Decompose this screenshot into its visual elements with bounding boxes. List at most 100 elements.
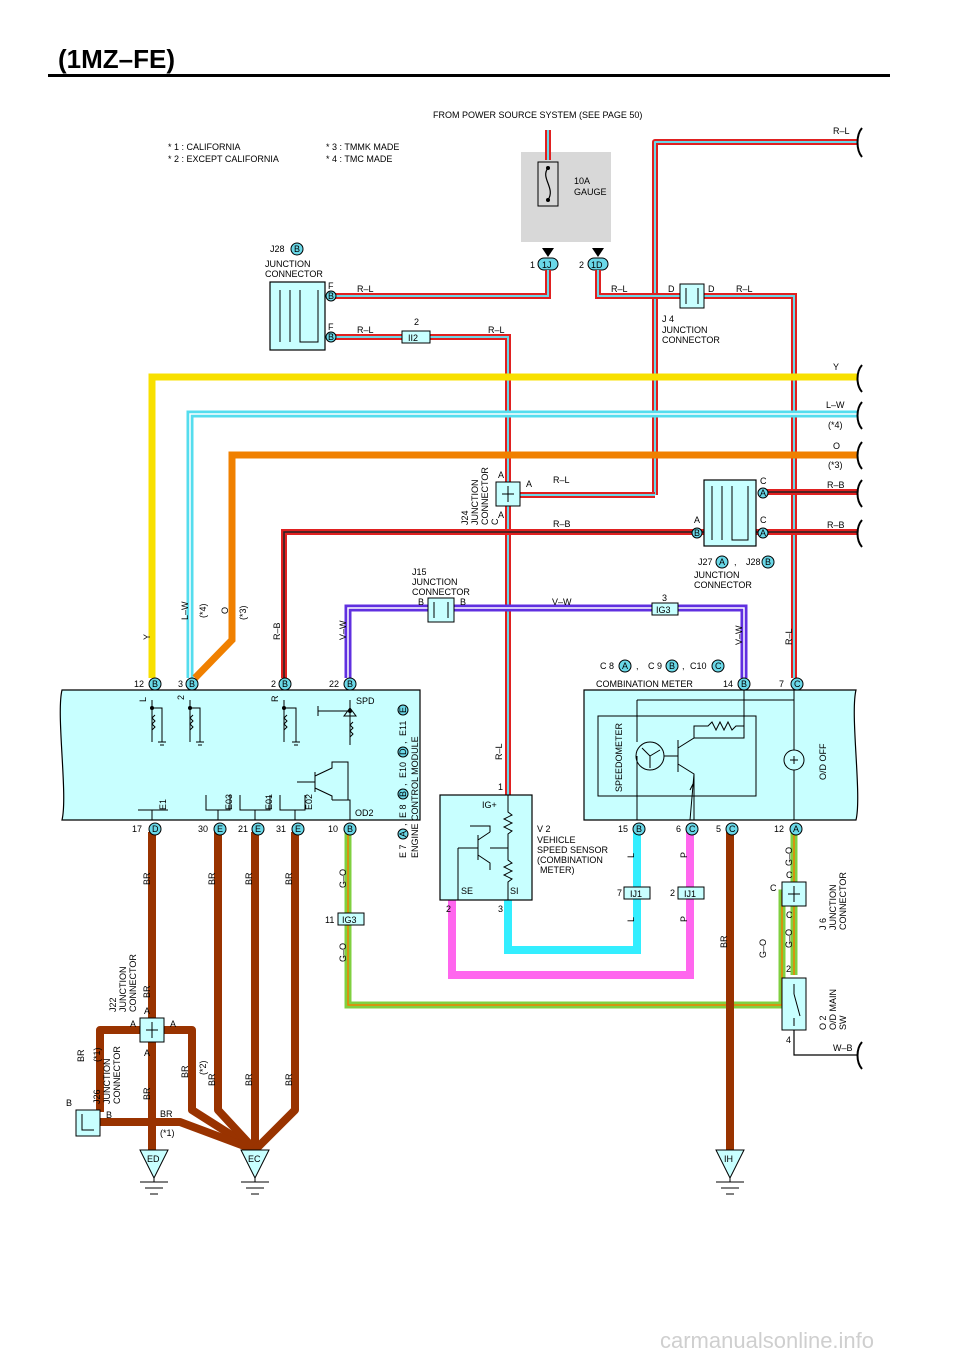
ecm-pin-21-circle	[251, 822, 265, 836]
ecm-pin-31: 31	[276, 824, 286, 834]
vlabel-lw: L–W	[180, 601, 190, 620]
j6-label-1: JUNCTION	[828, 885, 838, 931]
sensor-si: SI	[510, 886, 519, 896]
edge-brackets	[856, 127, 863, 1070]
wire-label-rl-1d: R–L	[611, 284, 628, 294]
sensor-pin-1: 1	[498, 782, 503, 792]
ecm-node	[188, 706, 192, 710]
sensor-box	[439, 794, 533, 901]
j15-inner	[433, 602, 449, 618]
j24-label: JUNCTION CONNECTOR J24 C	[460, 467, 500, 525]
ij1-r-box	[677, 886, 705, 900]
ecm-internal-spd: SPD	[356, 696, 375, 706]
vlabel-br-ecm3: BR	[244, 872, 254, 885]
wire-label-rl-j28b: R–L	[357, 325, 374, 335]
j28-code: J28	[270, 244, 285, 254]
ecm-pin-3-letter: B	[189, 679, 195, 689]
meter-pin-7-circle	[790, 677, 804, 691]
ecm-internals	[138, 700, 357, 820]
j6-pin-c1: C	[786, 870, 793, 880]
ig3-bottom-box	[337, 912, 365, 926]
ecm-pin-2-letter: B	[282, 679, 288, 689]
sensor-pin-2: 2	[446, 904, 451, 914]
wire-o	[192, 451, 858, 681]
ecm-code-b-circle	[397, 788, 409, 800]
j4-pin-d1: D	[668, 284, 675, 294]
ecm-pin-12-letter: B	[152, 679, 158, 689]
ground-ih: IH	[715, 1149, 745, 1195]
j22-pin-3: A	[170, 1019, 176, 1029]
ecm-code-e11: E11	[398, 721, 408, 736]
wire-label-rb-2: R–B	[827, 520, 845, 530]
wire-note-3: (*3)	[828, 460, 843, 470]
wire-rb	[281, 489, 858, 678]
wire-label-rb-j24: R–B	[553, 519, 571, 529]
j15-pin-b2: B	[460, 597, 466, 607]
j28-pin-b1-label: B	[328, 291, 334, 301]
ii2-pin: 2	[414, 317, 419, 327]
vlabel-rl-right: R–L	[784, 628, 794, 645]
wire-label-rb-1: R–B	[827, 480, 845, 490]
j27-pin-c1: C	[760, 476, 767, 486]
vlabel-br-ih: BR	[719, 935, 729, 948]
ecm-internal-e03: E03	[224, 794, 234, 810]
fuse-terminal	[546, 166, 550, 170]
ecm-pin-17-circle	[148, 822, 162, 836]
wire-note-1: (*1)	[160, 1128, 175, 1138]
fuse-outline	[537, 161, 559, 207]
ecm-internal-e02: E02	[304, 794, 314, 810]
ecm-pin-22-letter: B	[347, 679, 353, 689]
meter-sep-1: ,	[636, 661, 639, 671]
ground-ec: EC	[240, 1149, 270, 1195]
j27-label-1: JUNCTION	[694, 570, 740, 580]
ecm-pin-2-circle	[278, 677, 292, 691]
vlabel-go-j6a: G–O	[784, 847, 794, 866]
wire-label-rl-j24: R–L	[553, 475, 570, 485]
wire-label-br-j26: BR	[160, 1109, 173, 1119]
ecm-pin-30: 30	[198, 824, 208, 834]
vlabel-br-low5: BR	[284, 1073, 294, 1086]
wire-label-rl-ii2: R–L	[488, 325, 505, 335]
fuse-pin-2: 2	[579, 260, 584, 270]
j22-pin-4: A	[144, 1048, 150, 1058]
vertical-wire-labels: Y L–W (*4) O (*3) R–B V–W V–W R–L R–L	[142, 601, 794, 760]
meter-pin-14-letter: B	[741, 679, 747, 689]
j24-label-2: CONNECTOR	[480, 467, 490, 525]
vlabel-y: Y	[142, 634, 152, 640]
wire-rl-sensor	[335, 334, 655, 795]
sensor-name-3: (COMBINATION	[537, 855, 603, 865]
meter-pin-7: 7	[779, 679, 784, 689]
j15-code: J15	[412, 567, 427, 577]
j24-label-1: JUNCTION	[470, 480, 480, 526]
j27-letter1: A	[719, 557, 725, 567]
j6-inner	[788, 886, 800, 902]
meter-pin-15: 15	[618, 824, 628, 834]
fuse-conn-1d-label: 1D	[591, 260, 603, 270]
wire-p	[448, 832, 694, 979]
ecm-node	[282, 706, 286, 710]
od-switch-pin-bottom: 4	[786, 1035, 791, 1045]
j28-letter-circle	[290, 242, 304, 256]
j4-box	[679, 283, 705, 309]
ecm-code-d-circle	[397, 746, 409, 758]
wire-rl-j28	[335, 270, 551, 299]
ecm-internal-e1: E1	[158, 799, 168, 810]
ground-ed: ED	[139, 1149, 169, 1195]
j26-label-1: JUNCTION	[102, 1059, 112, 1105]
meter-pin-14-circle	[737, 677, 751, 691]
vlabel-br-low3: BR	[207, 1073, 217, 1086]
j22-pin-1: A	[144, 1006, 150, 1016]
sensor-name-2: SPEED SENSOR	[537, 845, 609, 855]
j28-label-2: CONNECTOR	[265, 269, 323, 279]
ecm-pin-31-circle	[291, 822, 305, 836]
ecm-pin-2: 2	[271, 679, 276, 689]
j27-letter2: B	[765, 557, 771, 567]
ecm-pin-10-circle	[343, 822, 357, 836]
meter-code-c8: C 8	[600, 661, 614, 671]
vlabel-br-ecm2: BR	[207, 872, 217, 885]
ecm-node	[348, 709, 352, 713]
od-switch-name-1: O/D MAIN	[828, 989, 838, 1030]
wire-label-rl-j28a: R–L	[357, 284, 374, 294]
ground-ih-label: IH	[724, 1154, 733, 1164]
ecm-internal-e01: E01	[264, 794, 274, 810]
